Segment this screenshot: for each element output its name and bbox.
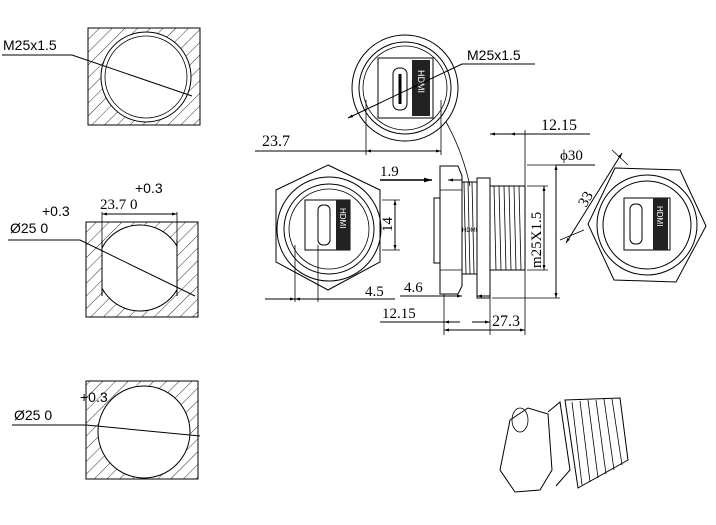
isometric-view [499,397,629,493]
front-thread-label: M25x1.5 [467,47,521,63]
cutout3-dia-label: Ø25 0 [14,407,52,423]
rear-connector-text: HDMI [655,206,664,226]
cutout2-width-label: 23.7 0 [100,197,138,213]
side-view: HDMI 12.15 ϕ30 m25X1.5 1.9 4.6 12.15 2 [380,117,595,335]
side-bottom-length: 12.15 [382,306,416,322]
side-total-length: 27.3 [492,313,520,330]
cutout2-width-tolerance: +0.3 [135,180,163,196]
cutout2-dia-label: Ø25 0 [10,220,48,236]
thread-main [489,185,526,271]
cutout3-dia-tolerance: +0.3 [80,389,108,405]
side-gap-label: 1.9 [380,164,399,180]
side-diameter: ϕ30 [560,148,583,164]
hex-view: HDMI 14 4.5 [265,164,400,302]
cutout1-thread-label: M25x1.5 [3,37,57,53]
side-flange-label: 4.6 [404,280,423,296]
rear-across-flats: 33 [576,189,597,210]
front-connector-text: HDMI [416,70,426,93]
hex-height-label: 14 [380,217,396,233]
rear-view: HDMI 33 [559,149,707,283]
hex-offset-label: 4.5 [365,284,384,300]
cutout-round: +0.3 Ø25 0 [12,380,201,480]
front-width-label: 23.7 [262,133,290,150]
side-top-length: 12.15 [541,117,577,134]
cutout2-dia-tolerance: +0.3 [42,203,70,219]
side-thread-label: m25X1.5 [529,212,545,268]
side-connector-text: HDMI [462,228,478,234]
front-view: HDMI M25x1.5 23.7 [255,34,535,187]
cutout-round-thread: M25x1.5 [2,27,201,126]
hex-connector-text: HDMI [338,208,347,228]
cutout-flatted: +0.3 23.7 0 +0.3 Ø25 0 [8,180,199,318]
